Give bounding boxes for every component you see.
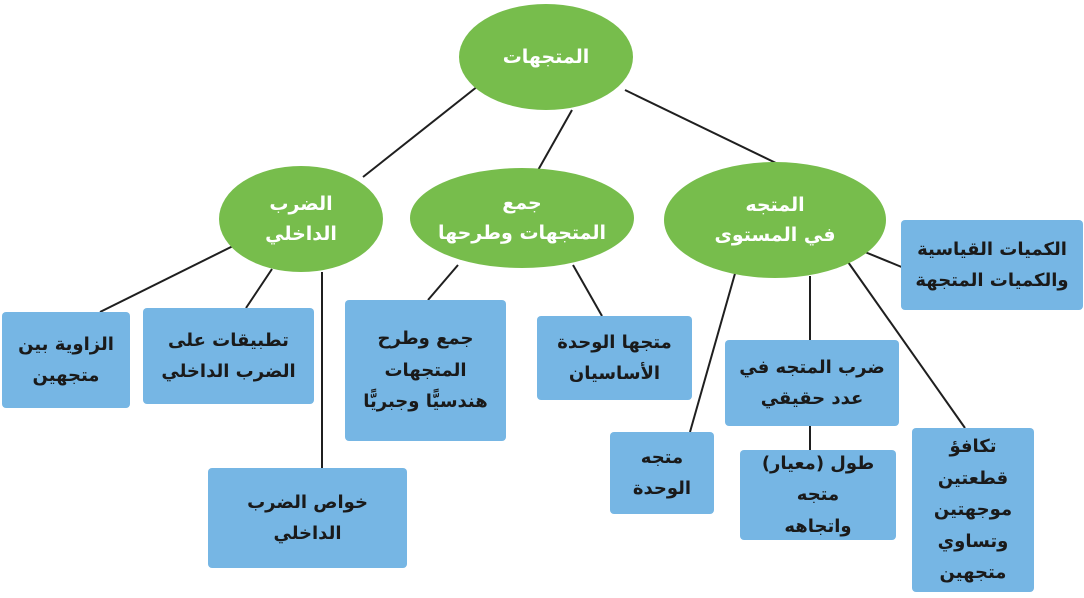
connector-dot-product-applications: [245, 268, 273, 309]
topic-vector-addition: جمع المتجهات وطرحها: [410, 168, 634, 268]
box-equivalent-segments: تكافؤ قطعتين موجهتين وتساوي متجهين: [912, 428, 1034, 592]
box-scalar-vector-quantities: الكميات القياسية والكميات المتجهة: [901, 220, 1083, 310]
connector-plane-unit-vector: [689, 269, 737, 433]
box-basic-unit-vectors: متجها الوحدة الأساسيان: [537, 316, 692, 400]
connector-plane-equivalent: [847, 261, 966, 429]
box-dot-product-properties: خواص الضرب الداخلي: [208, 468, 407, 568]
connector-root-vector-addition: [536, 109, 573, 173]
connector-dot-product-angle: [99, 245, 234, 313]
connector-root-dot-product: [362, 85, 479, 178]
box-add-subtract-vectors: جمع وطرح المتجهات هندسيًّا وجبريًّا: [345, 300, 506, 441]
topic-dot-product: الضرب الداخلي: [219, 166, 383, 272]
box-angle-between-vectors: الزاوية بين متجهين: [2, 312, 130, 408]
connector-plane-scalar-quantities: [864, 251, 905, 269]
box-scalar-multiplication: ضرب المتجه في عدد حقيقي: [725, 340, 899, 426]
topic-vectors-in-plane: المتجه في المستوى: [664, 162, 886, 278]
connector-root-vectors-in-plane: [624, 89, 781, 166]
box-dot-product-applications: تطبيقات على الضرب الداخلي: [143, 308, 314, 404]
root-node: المتجهات: [459, 4, 633, 110]
box-magnitude-direction: طول (معيار) متجه واتجاهه: [740, 450, 896, 540]
connector-addition-geometric: [427, 264, 459, 301]
connector-addition-unit-vectors: [572, 264, 603, 317]
box-unit-vector: متجه الوحدة: [610, 432, 714, 514]
